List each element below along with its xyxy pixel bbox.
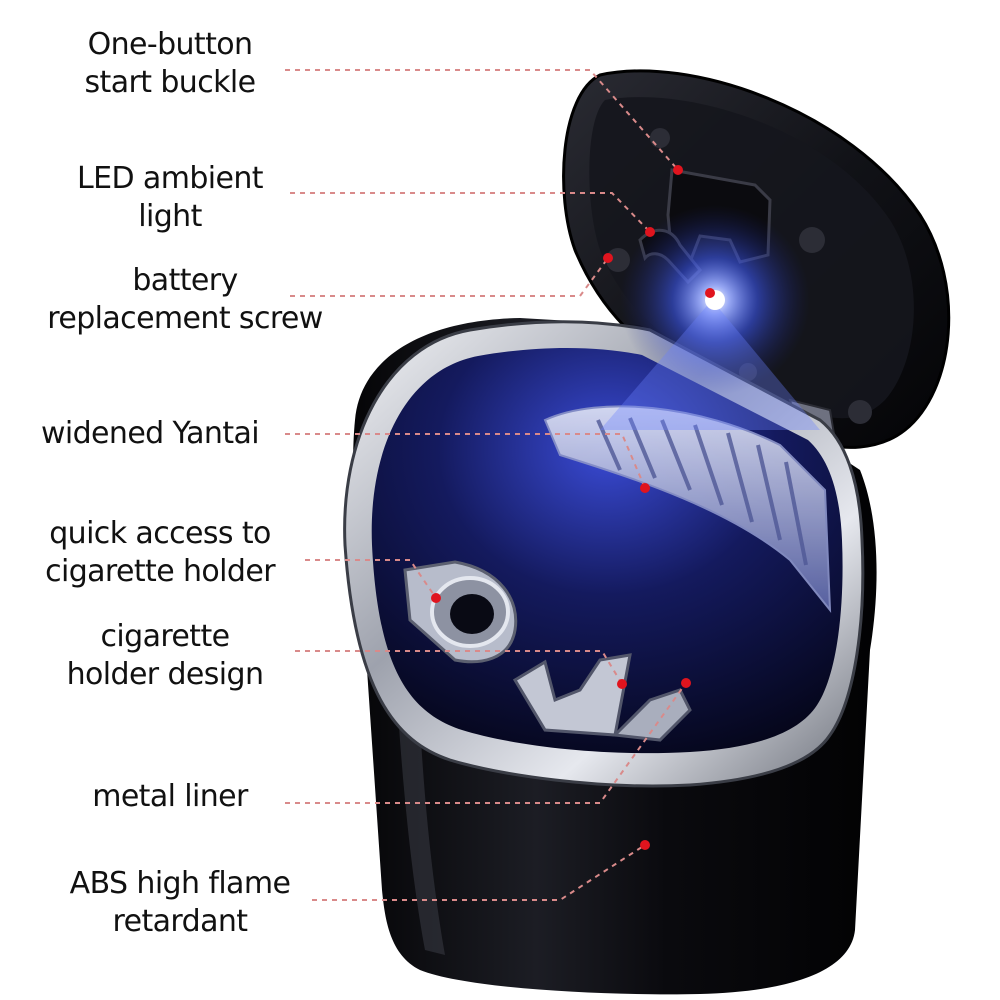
leader-line (305, 559, 437, 599)
label-line: start buckle (84, 65, 257, 100)
label-line: widened Yantai (40, 416, 260, 451)
lid-screw-hole (848, 400, 872, 424)
label-metal-liner: metal liner (60, 778, 280, 816)
label-line: cigarette holder (45, 554, 275, 589)
label-abs-high-flame-retardant: ABS high flame retardant (30, 865, 330, 941)
marker-dot (681, 678, 691, 688)
label-line: retardant (112, 904, 248, 939)
label-line: quick access to (49, 516, 271, 551)
marker-dot (705, 288, 715, 298)
leader-line (290, 192, 651, 233)
cigarette-holder-hole (450, 594, 494, 634)
label-line: LED ambient (77, 161, 264, 196)
cigarette-holder-clip (611, 688, 692, 742)
leader-lines (285, 69, 687, 901)
label-line: light (138, 199, 202, 234)
led-glow (600, 205, 820, 430)
label-line: cigarette (100, 619, 231, 654)
leader-line (285, 682, 687, 804)
marker-dot (603, 253, 613, 263)
marker-dot (640, 840, 650, 850)
leader-line (285, 433, 646, 489)
leader-line (285, 69, 679, 171)
label-battery-replacement-screw: battery replacement screw (15, 262, 355, 338)
label-line: One-button (87, 27, 253, 62)
marker-dot (645, 227, 655, 237)
marker-dot (431, 593, 441, 603)
marker-dot (617, 679, 627, 689)
marker-dots (431, 165, 715, 850)
label-line: battery (132, 263, 238, 298)
label-one-button-start-buckle: One-button start buckle (55, 26, 285, 102)
leader-line (312, 844, 646, 901)
leader-line (295, 650, 623, 685)
marker-dot (640, 483, 650, 493)
label-cigarette-holder-design: cigarette holder design (35, 618, 295, 694)
label-widened-yantai: widened Yantai (10, 415, 290, 453)
label-line: replacement screw (47, 301, 323, 336)
lid-screw-hole (799, 227, 825, 253)
label-line: holder design (66, 657, 264, 692)
leader-line (290, 257, 609, 297)
cigarette-holder-clip (512, 653, 632, 737)
lid-screw-hole (650, 128, 670, 148)
yantai-ribs (596, 417, 808, 566)
lid-screw-hole (606, 248, 630, 272)
led-beam (600, 300, 820, 430)
label-led-ambient-light: LED ambient light (45, 160, 295, 236)
label-quick-access-cigarette-holder: quick access to cigarette holder (15, 515, 305, 591)
label-line: ABS high flame (69, 866, 291, 901)
marker-dot (673, 165, 683, 175)
label-line: metal liner (92, 779, 248, 814)
